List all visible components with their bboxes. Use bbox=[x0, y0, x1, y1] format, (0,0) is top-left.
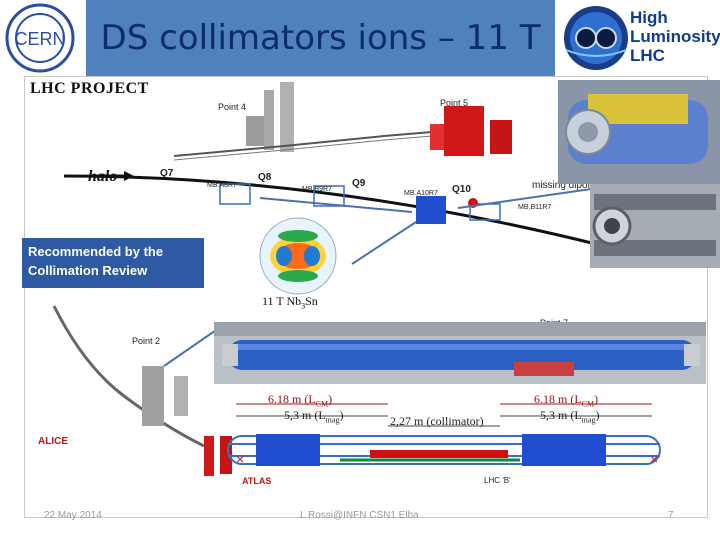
callout-line-1: Recommended by the bbox=[28, 244, 164, 259]
point5-cavern bbox=[430, 124, 444, 150]
right-lcm-label: 6.18 m (LCM) bbox=[534, 392, 599, 409]
cern-logo-text: CERN bbox=[14, 29, 65, 49]
hl-lhc-logo bbox=[558, 0, 720, 76]
footer-author: L Rossi@INFN CSN1 Elba bbox=[300, 510, 419, 521]
right-magnet-block bbox=[522, 434, 606, 466]
point2-shaft bbox=[174, 376, 188, 416]
q8-box bbox=[219, 183, 251, 205]
right-lcm-main: 6.18 m (L bbox=[534, 392, 582, 406]
cryostat-render-photo bbox=[558, 80, 720, 184]
hl-lhc-emblem-icon bbox=[564, 6, 628, 70]
missing-dipole-label: missing dipole bbox=[532, 180, 596, 191]
q8-label: Q8 bbox=[258, 172, 272, 183]
left-magnet-block bbox=[256, 434, 320, 466]
collimator-hardware bbox=[590, 184, 720, 268]
lhc-layout-diagram bbox=[52, 82, 613, 476]
dimension-schematic: × × bbox=[227, 403, 661, 467]
point4-building bbox=[246, 116, 264, 146]
hl-line-3: LHC bbox=[630, 46, 665, 65]
center-dim-label: 2,27 m (collimator) bbox=[390, 414, 484, 428]
right-lmag-label: 5,3 m (Lmag) bbox=[540, 408, 600, 425]
footer-date: 22 May 2014 bbox=[44, 510, 102, 521]
halo-label: halo bbox=[88, 168, 118, 185]
left-lmag-sub: mag bbox=[325, 415, 340, 425]
magnet-caption-end: Sn bbox=[305, 294, 318, 308]
callout-arrow bbox=[457, 185, 613, 209]
right-lmag-sub: mag bbox=[581, 415, 596, 425]
hl-lhc-wordmark: High Luminosity LHC bbox=[630, 8, 720, 65]
left-lmag-label: 5,3 m (Lmag) bbox=[284, 408, 344, 425]
cern-logo: CERN bbox=[0, 0, 86, 76]
cross-marker: × bbox=[650, 451, 658, 467]
halo-arrow-head bbox=[124, 171, 134, 181]
q10-label: Q10 bbox=[452, 184, 471, 195]
q10-missing-dipole-slot bbox=[416, 196, 446, 224]
slide-title: DS collimators ions – 11 T bbox=[100, 18, 541, 58]
q7-label: Q7 bbox=[160, 168, 174, 179]
magnet-caption-main: 11 T Nb bbox=[262, 294, 302, 308]
tunnel-line bbox=[173, 134, 445, 161]
left-lmag-main: 5,3 m (L bbox=[284, 408, 326, 422]
right-lmag-main: 5,3 m (L bbox=[540, 408, 582, 422]
q9-label: Q9 bbox=[352, 178, 366, 189]
q9-box bbox=[313, 185, 345, 207]
point4-label: Point 4 bbox=[218, 102, 247, 112]
magnet-caption: 11 T Nb3Sn bbox=[262, 294, 318, 310]
right-lcm-sub: CM bbox=[581, 399, 595, 409]
callout-line-2: Collimation Review bbox=[28, 263, 148, 278]
left-lcm-label: 6.18 m (LCM) bbox=[268, 392, 333, 409]
hl-line-2: Luminosity bbox=[630, 27, 720, 46]
collimator-photo bbox=[590, 184, 720, 268]
beam-line bbox=[63, 174, 605, 248]
mb-a8r7-label: MB.A8R7 bbox=[207, 182, 237, 189]
tunnel-line-left bbox=[52, 305, 205, 448]
callout-arrow bbox=[163, 325, 223, 367]
magnet-caption-sub: 3 bbox=[301, 301, 306, 311]
point4-shaft bbox=[264, 90, 274, 150]
mb-b9r7-label: MB.B9R7 bbox=[302, 186, 332, 193]
hl-line-1: High bbox=[630, 8, 668, 27]
left-lcm-main: 6.18 m (L bbox=[268, 392, 316, 406]
lhc-project-title: LHC PROJECT bbox=[30, 80, 149, 97]
mb-b11r7-label: MB.B11R7 bbox=[518, 204, 552, 211]
footer-page-number: 7 bbox=[668, 510, 674, 521]
cryostat-render bbox=[565, 94, 708, 164]
header-band bbox=[0, 0, 555, 76]
atlas-marker bbox=[204, 436, 214, 476]
lhc-b-label: LHC 'B' bbox=[484, 476, 511, 485]
recommended-callout: Recommended by the Collimation Review bbox=[22, 238, 204, 288]
point5-label: Point 5 bbox=[440, 98, 469, 108]
alice-label: ALICE bbox=[38, 436, 68, 447]
point2-shaft bbox=[142, 366, 164, 426]
point2-label: Point 2 bbox=[132, 336, 161, 346]
left-lcm-sub: CM bbox=[315, 399, 329, 409]
mb-a10r7-label: MB.A10R7 bbox=[404, 190, 438, 197]
atlas-label: ATLAS bbox=[242, 476, 272, 486]
cern-logo-icon: CERN bbox=[5, 3, 75, 73]
collimator-bar bbox=[370, 450, 508, 458]
point4-shaft bbox=[280, 82, 294, 152]
point5-cavern bbox=[490, 120, 512, 154]
callout-arrow bbox=[259, 197, 413, 213]
point5-cavern bbox=[444, 106, 484, 156]
cryostat-outline bbox=[227, 435, 661, 465]
magnet-photo bbox=[214, 322, 706, 384]
tunnel-line bbox=[173, 130, 445, 157]
callout-arrow bbox=[351, 221, 417, 265]
cross-marker: × bbox=[236, 451, 244, 467]
field-map-plot bbox=[259, 217, 337, 295]
